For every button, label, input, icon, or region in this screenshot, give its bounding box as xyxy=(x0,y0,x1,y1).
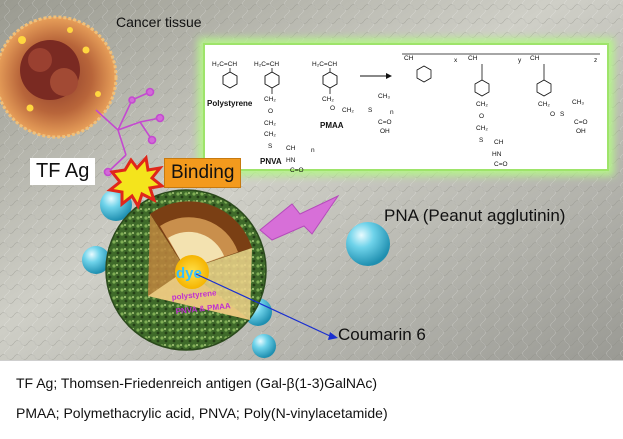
copolymer-z: z xyxy=(594,57,597,64)
copolymer-x: x xyxy=(454,57,458,64)
pmaa-ch2: CH₂ xyxy=(322,96,334,103)
pnva-s: S xyxy=(268,143,273,150)
caption: TF Ag; Thomsen-Friedenreich antigen (Gal… xyxy=(0,360,623,439)
bound-sphere-5 xyxy=(252,334,276,358)
copolymer-o-a: O xyxy=(479,113,484,120)
pmaa-ch3: CH₃ xyxy=(378,93,390,100)
pnva-co: C=O xyxy=(290,167,304,174)
tf-ag-label: TF Ag xyxy=(30,158,96,185)
pna-sphere xyxy=(346,222,390,266)
coumarin-pointer-line xyxy=(195,273,331,337)
copolymer-ch3: CH₃ xyxy=(572,99,584,106)
copolymer-co-b: C=O xyxy=(574,119,588,126)
copolymer-s-b: S xyxy=(560,111,565,118)
pnva-hn: HN xyxy=(286,157,296,164)
pnva-vinyl: H₂C=CH xyxy=(254,61,279,68)
caption-line-2: PMAA; Polymethacrylic acid, PNVA; Poly(N… xyxy=(16,405,388,421)
pmaa-ch2-s: CH₂ xyxy=(342,107,354,114)
cancer-tissue-label: Cancer tissue xyxy=(116,14,202,30)
pmaa-co: C=O xyxy=(378,119,392,126)
copolymer-backbone-1: CH xyxy=(404,55,414,62)
copolymer-s-a: S xyxy=(479,137,484,144)
pmaa-s: S xyxy=(368,107,373,114)
pnva-structure: H₂C=CH CH₂ O CH₂ CH₂ S CH n PNVA HN C=O xyxy=(254,61,315,174)
pnva-o: O xyxy=(268,108,273,115)
copolymer-oh: OH xyxy=(576,128,586,135)
coumarin-pointer-head xyxy=(328,332,338,340)
styrene-vinyl: H₂C=CH xyxy=(212,61,237,68)
bound-sphere-2 xyxy=(82,246,110,274)
pnva-label: PNVA xyxy=(260,157,282,166)
copolymer-backbone-2: CH xyxy=(468,55,478,62)
copolymer-co-a: C=O xyxy=(494,161,508,168)
cancer-tissue-illustration xyxy=(0,15,118,139)
pnva-n: n xyxy=(311,147,315,154)
copolymer-y: y xyxy=(518,57,522,64)
illustration-canvas: H₂C=CH Polystyrene H₂C=CH CH₂ O CH₂ CH₂ … xyxy=(0,0,623,360)
pmaa-oh: OH xyxy=(380,128,390,135)
chemistry-panel xyxy=(203,43,609,171)
polystyrene-structure: H₂C=CH Polystyrene xyxy=(207,61,253,108)
pnva-ch2-a: CH₂ xyxy=(264,96,276,103)
polystyrene-label: Polystyrene xyxy=(207,99,253,108)
caption-line-1: TF Ag; Thomsen-Friedenreich antigen (Gal… xyxy=(16,375,378,391)
dye-core xyxy=(175,255,209,289)
copolymer-backbone-3: CH xyxy=(530,55,540,62)
coumarin-label: Coumarin 6 xyxy=(338,325,426,344)
binding-label: Binding xyxy=(164,158,242,188)
copolymer-hn: HN xyxy=(492,151,502,158)
pna-arrow xyxy=(259,194,340,241)
copolymer-pnva-chain: CH xyxy=(494,139,504,146)
pmaa-o: O xyxy=(330,105,335,112)
binding-starburst xyxy=(106,154,166,210)
copolymer-o-b: O xyxy=(550,111,555,118)
pna-label: PNA (Peanut agglutinin) xyxy=(384,206,566,225)
pnva-ch2-b: CH₂ xyxy=(264,120,276,127)
copolymer-ch2-c: CH₂ xyxy=(538,101,550,108)
copolymer-structure: CH CH CH x y z CH₂ O CH₂ S CH HN C=O CH₂ xyxy=(402,53,600,168)
illustration: H₂C=CH Polystyrene H₂C=CH CH₂ O CH₂ CH₂ … xyxy=(0,0,623,360)
pmaa-structure: H₂C=CH CH₂ O CH₂ S CH₃ n C=O OH PMAA xyxy=(312,61,394,135)
copolymer-ch2-b: CH₂ xyxy=(476,125,488,132)
dye-label: dye xyxy=(176,265,202,282)
pmaa-vinyl: H₂C=CH xyxy=(312,61,337,68)
pmaa-n: n xyxy=(390,109,394,116)
copolymer-ch2-a: CH₂ xyxy=(476,101,488,108)
reaction-arrow xyxy=(360,73,392,79)
pnva-chain: CH xyxy=(286,145,296,152)
pmaa-label: PMAA xyxy=(320,121,344,130)
pnva-ch2-c: CH₂ xyxy=(264,131,276,138)
